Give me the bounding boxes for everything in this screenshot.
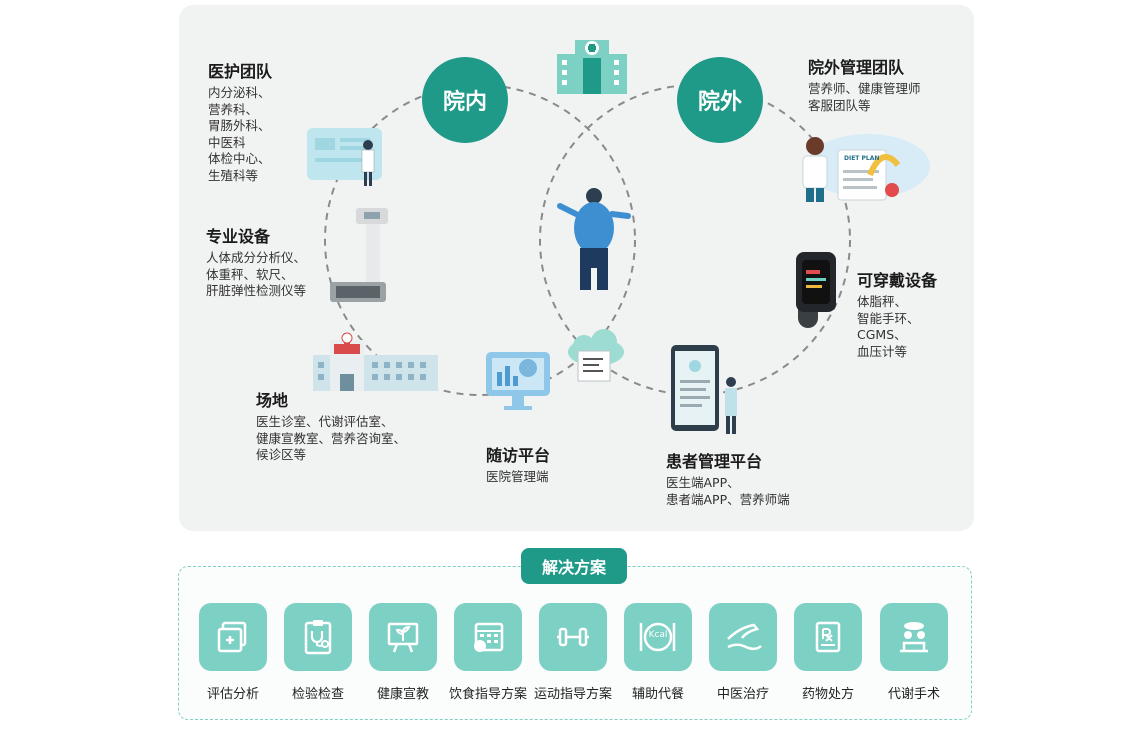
solution-item-exercise-plan[interactable]: 运动指导方案 xyxy=(525,603,621,702)
kcal-text: Kcal xyxy=(648,630,668,640)
wearables-line: CGMS、 xyxy=(857,327,907,342)
tcm-hand-icon xyxy=(709,603,777,671)
diet-plan-caption: DIET PLAN xyxy=(844,155,880,162)
stethoscope-clipboard-icon xyxy=(284,603,352,671)
solution-label: 健康宣教 xyxy=(376,687,429,702)
medical-team-illustration xyxy=(307,128,382,186)
outside-team-block: 院外管理团队 营养师、健康管理师 客服团队等 xyxy=(808,54,921,114)
solution-label: 中医治疗 xyxy=(716,687,769,702)
solution-item-diet-plan[interactable]: 饮食指导方案 xyxy=(440,603,536,702)
followup-platform-line: 医院管理端 xyxy=(486,469,549,484)
followup-platform-title: 随访平台 xyxy=(486,446,551,465)
medical-team-line: 胃肠外科、 xyxy=(208,118,271,133)
medical-team-line: 生殖科等 xyxy=(208,167,259,183)
solution-item-health-education[interactable]: 健康宣教 xyxy=(355,603,451,702)
solution-item-lab-test[interactable]: 检验检查 xyxy=(270,603,366,702)
followup-platform-block: 随访平台 医院管理端 xyxy=(486,442,550,486)
patient-platform-block: 患者管理平台 医生端APP、 患者端APP、营养师端 xyxy=(666,448,790,508)
solution-label: 评估分析 xyxy=(206,687,259,702)
dumbbell-icon xyxy=(539,603,607,671)
solution-item-tcm-treatment[interactable]: 中医治疗 xyxy=(695,603,791,702)
diet-plan-illustration xyxy=(802,134,930,202)
equipment-block: 专业设备 人体成分分析仪、 体重秤、软尺、 肝脏弹性检测仪等 xyxy=(206,223,306,300)
wearables-line: 智能手环、 xyxy=(857,310,920,326)
venue-title: 场地 xyxy=(256,391,289,410)
venue-block: 场地 医生诊室、代谢评估室、 健康宣教室、营养咨询室、 候诊区等 xyxy=(256,387,406,464)
body-analyzer-illustration xyxy=(330,208,388,302)
medical-team-title: 医护团队 xyxy=(208,62,273,81)
solution-label: 代谢手术 xyxy=(887,687,940,702)
outside-team-line: 客服团队等 xyxy=(808,97,871,113)
solution-label: 辅助代餐 xyxy=(631,687,684,702)
patient-platform-title: 患者管理平台 xyxy=(666,452,763,471)
smart-band-illustration xyxy=(796,252,836,328)
solution-label: 饮食指导方案 xyxy=(448,687,527,702)
diet-calendar-icon xyxy=(454,603,522,671)
solution-label: 药物处方 xyxy=(801,687,854,702)
outside-team-line: 营养师、健康管理师 xyxy=(808,81,921,96)
wearables-line: 血压计等 xyxy=(857,343,908,359)
equipment-line: 肝脏弹性检测仪等 xyxy=(206,283,307,298)
surgery-icon xyxy=(880,603,948,671)
medical-team-block: 医护团队 内分泌科、 营养科、 胃肠外科、 中医科 体检中心、 生殖科等 xyxy=(208,58,272,184)
solution-item-metabolic-surgery[interactable]: 代谢手术 xyxy=(866,603,962,702)
venue-building-illustration xyxy=(313,332,438,391)
outside-team-title: 院外管理团队 xyxy=(808,58,905,77)
cloud-document-icon xyxy=(568,329,624,382)
equipment-title: 专业设备 xyxy=(206,227,271,246)
medical-team-line: 体检中心、 xyxy=(208,151,271,166)
patient-figure-illustration xyxy=(557,188,631,290)
solution-item-prescription[interactable]: 药物处方 xyxy=(780,603,876,702)
venue-line: 健康宣教室、营养咨询室、 xyxy=(256,430,407,446)
meal-plate-icon: Kcal xyxy=(624,603,692,671)
patient-platform-line: 医生端APP、 xyxy=(666,475,740,490)
equipment-line: 人体成分分析仪、 xyxy=(206,250,307,265)
venue-line: 医生诊室、代谢评估室、 xyxy=(256,414,394,429)
solution-item-assessment[interactable]: 评估分析 xyxy=(185,603,281,702)
assessment-icon xyxy=(199,603,267,671)
prescription-icon xyxy=(794,603,862,671)
outer-hospital-circle: 院外 xyxy=(677,57,763,143)
patient-platform-line: 患者端APP、营养师端 xyxy=(666,491,790,507)
inner-hospital-circle: 院内 xyxy=(422,57,508,143)
solution-label: 检验检查 xyxy=(291,687,344,702)
smartphone-illustration xyxy=(671,345,737,434)
education-board-icon xyxy=(369,603,437,671)
hospital-building-icon xyxy=(557,40,627,94)
medical-team-line: 内分泌科、 xyxy=(208,85,271,100)
equipment-line: 体重秤、软尺、 xyxy=(206,266,294,282)
wearables-block: 可穿戴设备 体脂秤、 智能手环、 CGMS、 血压计等 xyxy=(857,267,937,360)
wearables-title: 可穿戴设备 xyxy=(857,271,938,290)
solution-label: 运动指导方案 xyxy=(533,687,612,702)
medical-team-line: 营养科、 xyxy=(208,101,259,117)
solution-item-meal-replacement[interactable]: Kcal 辅助代餐 xyxy=(610,603,706,702)
medical-team-line: 中医科 xyxy=(208,134,246,150)
venue-line: 候诊区等 xyxy=(256,447,307,462)
wearables-line: 体脂秤、 xyxy=(857,294,908,309)
solutions-title: 解决方案 xyxy=(521,548,627,584)
followup-monitor-illustration xyxy=(486,352,550,410)
